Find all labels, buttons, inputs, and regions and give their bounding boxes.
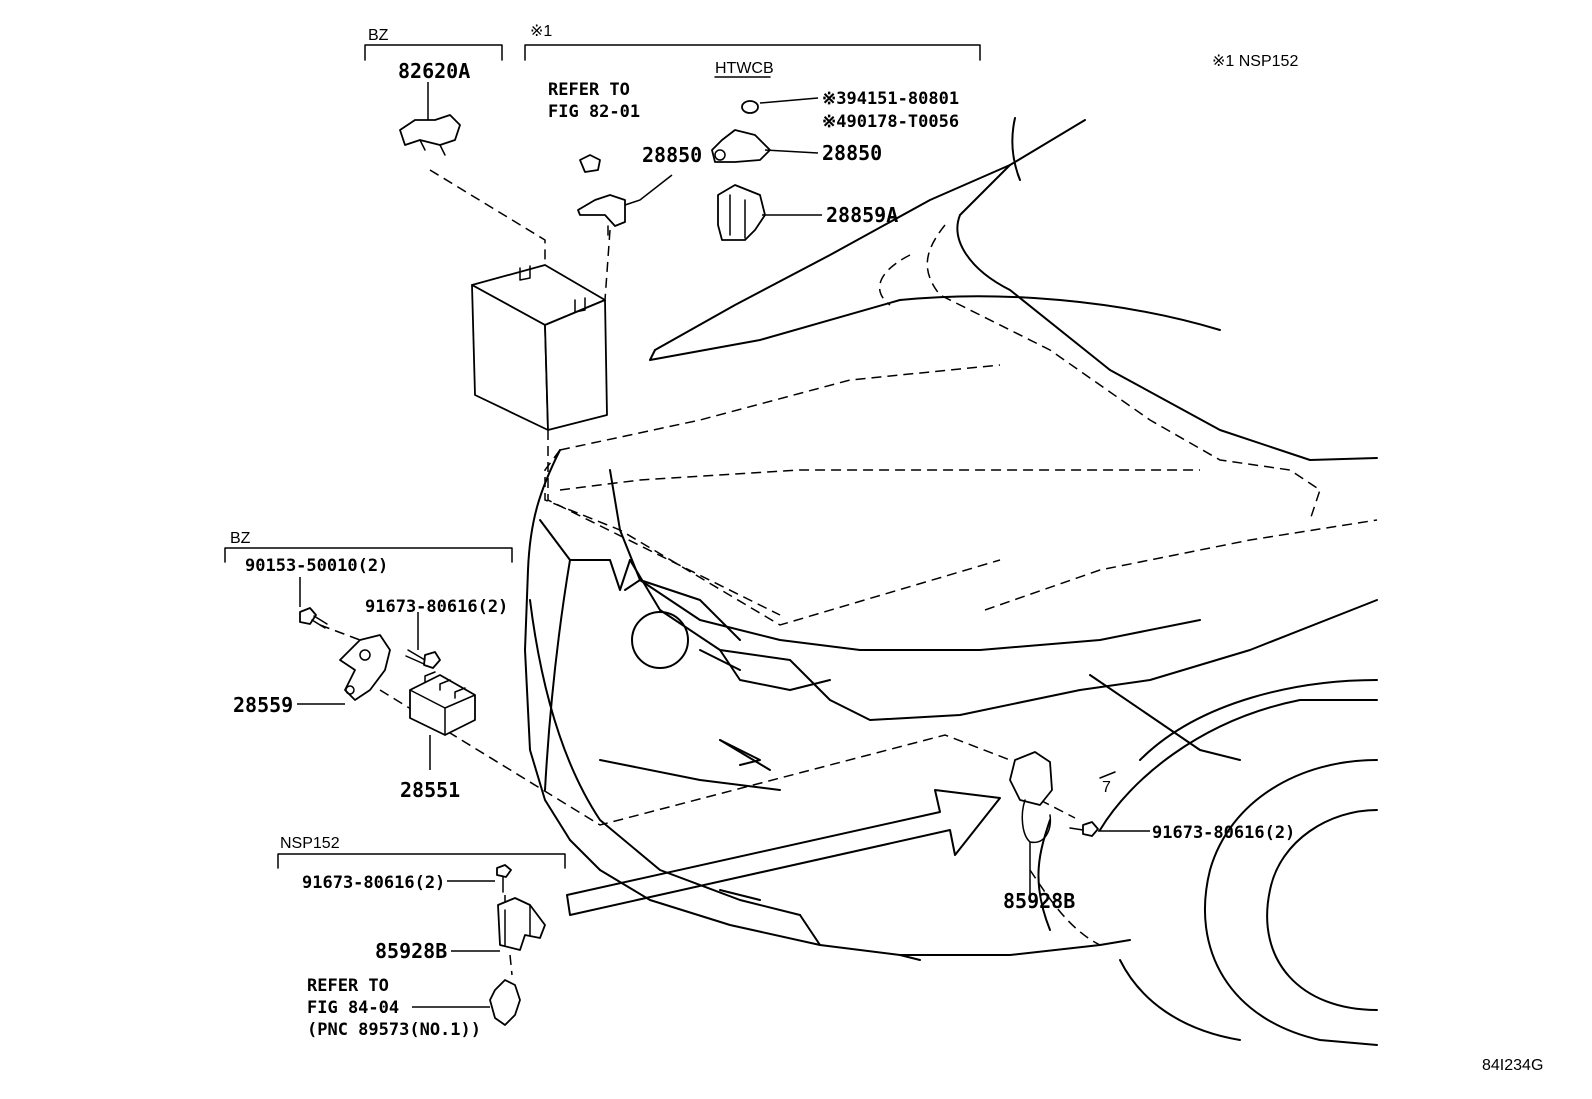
hood-mark: 7 xyxy=(1102,779,1111,796)
part-label-28559: 28559 xyxy=(233,693,293,717)
bolt-91673-b-icon xyxy=(1069,821,1099,837)
part-label-28850-left: 28850 xyxy=(642,143,702,167)
part-label-85928B-right: 85928B xyxy=(1003,889,1075,913)
bracket-28559-icon xyxy=(339,634,391,701)
part-label-90178: ※490178-T0056 xyxy=(822,112,959,132)
refer-fig84-line2: FIG 84-04 xyxy=(307,998,399,1018)
part-label-91673-b: 91673-80616(2) xyxy=(1152,823,1295,843)
nut-icon xyxy=(579,154,601,173)
figure-code: 84I234G xyxy=(1482,1057,1543,1074)
note-legend: ※1 NSP152 xyxy=(1212,53,1298,70)
group-label-nsp152: NSP152 xyxy=(280,835,340,852)
group-label-note1-top: ※1 xyxy=(530,23,552,40)
clamp-82620A-icon xyxy=(399,114,461,156)
bracket-28850-left-icon xyxy=(577,194,626,236)
group-label-bz-top: BZ xyxy=(368,27,389,44)
bolt-90153-icon xyxy=(299,607,328,629)
labels: BZ ※1 ※1 NSP152 HTWCB 82620A REFER TO FI… xyxy=(230,23,1543,1074)
part-label-28859A: 28859A xyxy=(826,203,898,227)
bolt-91673-c-icon xyxy=(496,864,512,893)
part-label-28850-right: 28850 xyxy=(822,141,882,165)
refer-fig84-line3: (PNC 89573(NO.1)) xyxy=(307,1020,481,1040)
vehicle-outline xyxy=(524,117,1378,1046)
sensor-85928B-right-icon xyxy=(1009,751,1053,844)
part-label-82620A: 82620A xyxy=(398,59,470,83)
leader-lines xyxy=(297,82,1150,1008)
part-label-91673-c: 91673-80616(2) xyxy=(302,873,445,893)
refer-fig84-line1: REFER TO xyxy=(307,976,389,996)
sensor-85928B-left-icon xyxy=(497,897,546,951)
bracket-fig84-icon xyxy=(489,979,521,1026)
part-label-28551: 28551 xyxy=(400,778,460,802)
refer-fig82-line2: FIG 82-01 xyxy=(548,102,640,122)
part-label-85928B-left: 85928B xyxy=(375,939,447,963)
bolt-91673-a-icon xyxy=(405,649,441,669)
cover-28859A-icon xyxy=(717,184,766,241)
group-label-bz-left: BZ xyxy=(230,530,251,547)
battery-icon xyxy=(471,264,608,431)
part-label-91673-a: 91673-80616(2) xyxy=(365,597,508,617)
refer-fig82-line1: REFER TO xyxy=(548,80,630,100)
washer-icon xyxy=(741,100,759,114)
group-label-htwcb: HTWCB xyxy=(715,60,774,77)
ecu-28551-icon xyxy=(409,671,476,736)
part-label-94151: ※394151-80801 xyxy=(822,89,959,109)
clamp-28850-right-icon xyxy=(711,129,771,163)
part-label-90153: 90153-50010(2) xyxy=(245,556,388,576)
group-brackets xyxy=(224,44,981,869)
